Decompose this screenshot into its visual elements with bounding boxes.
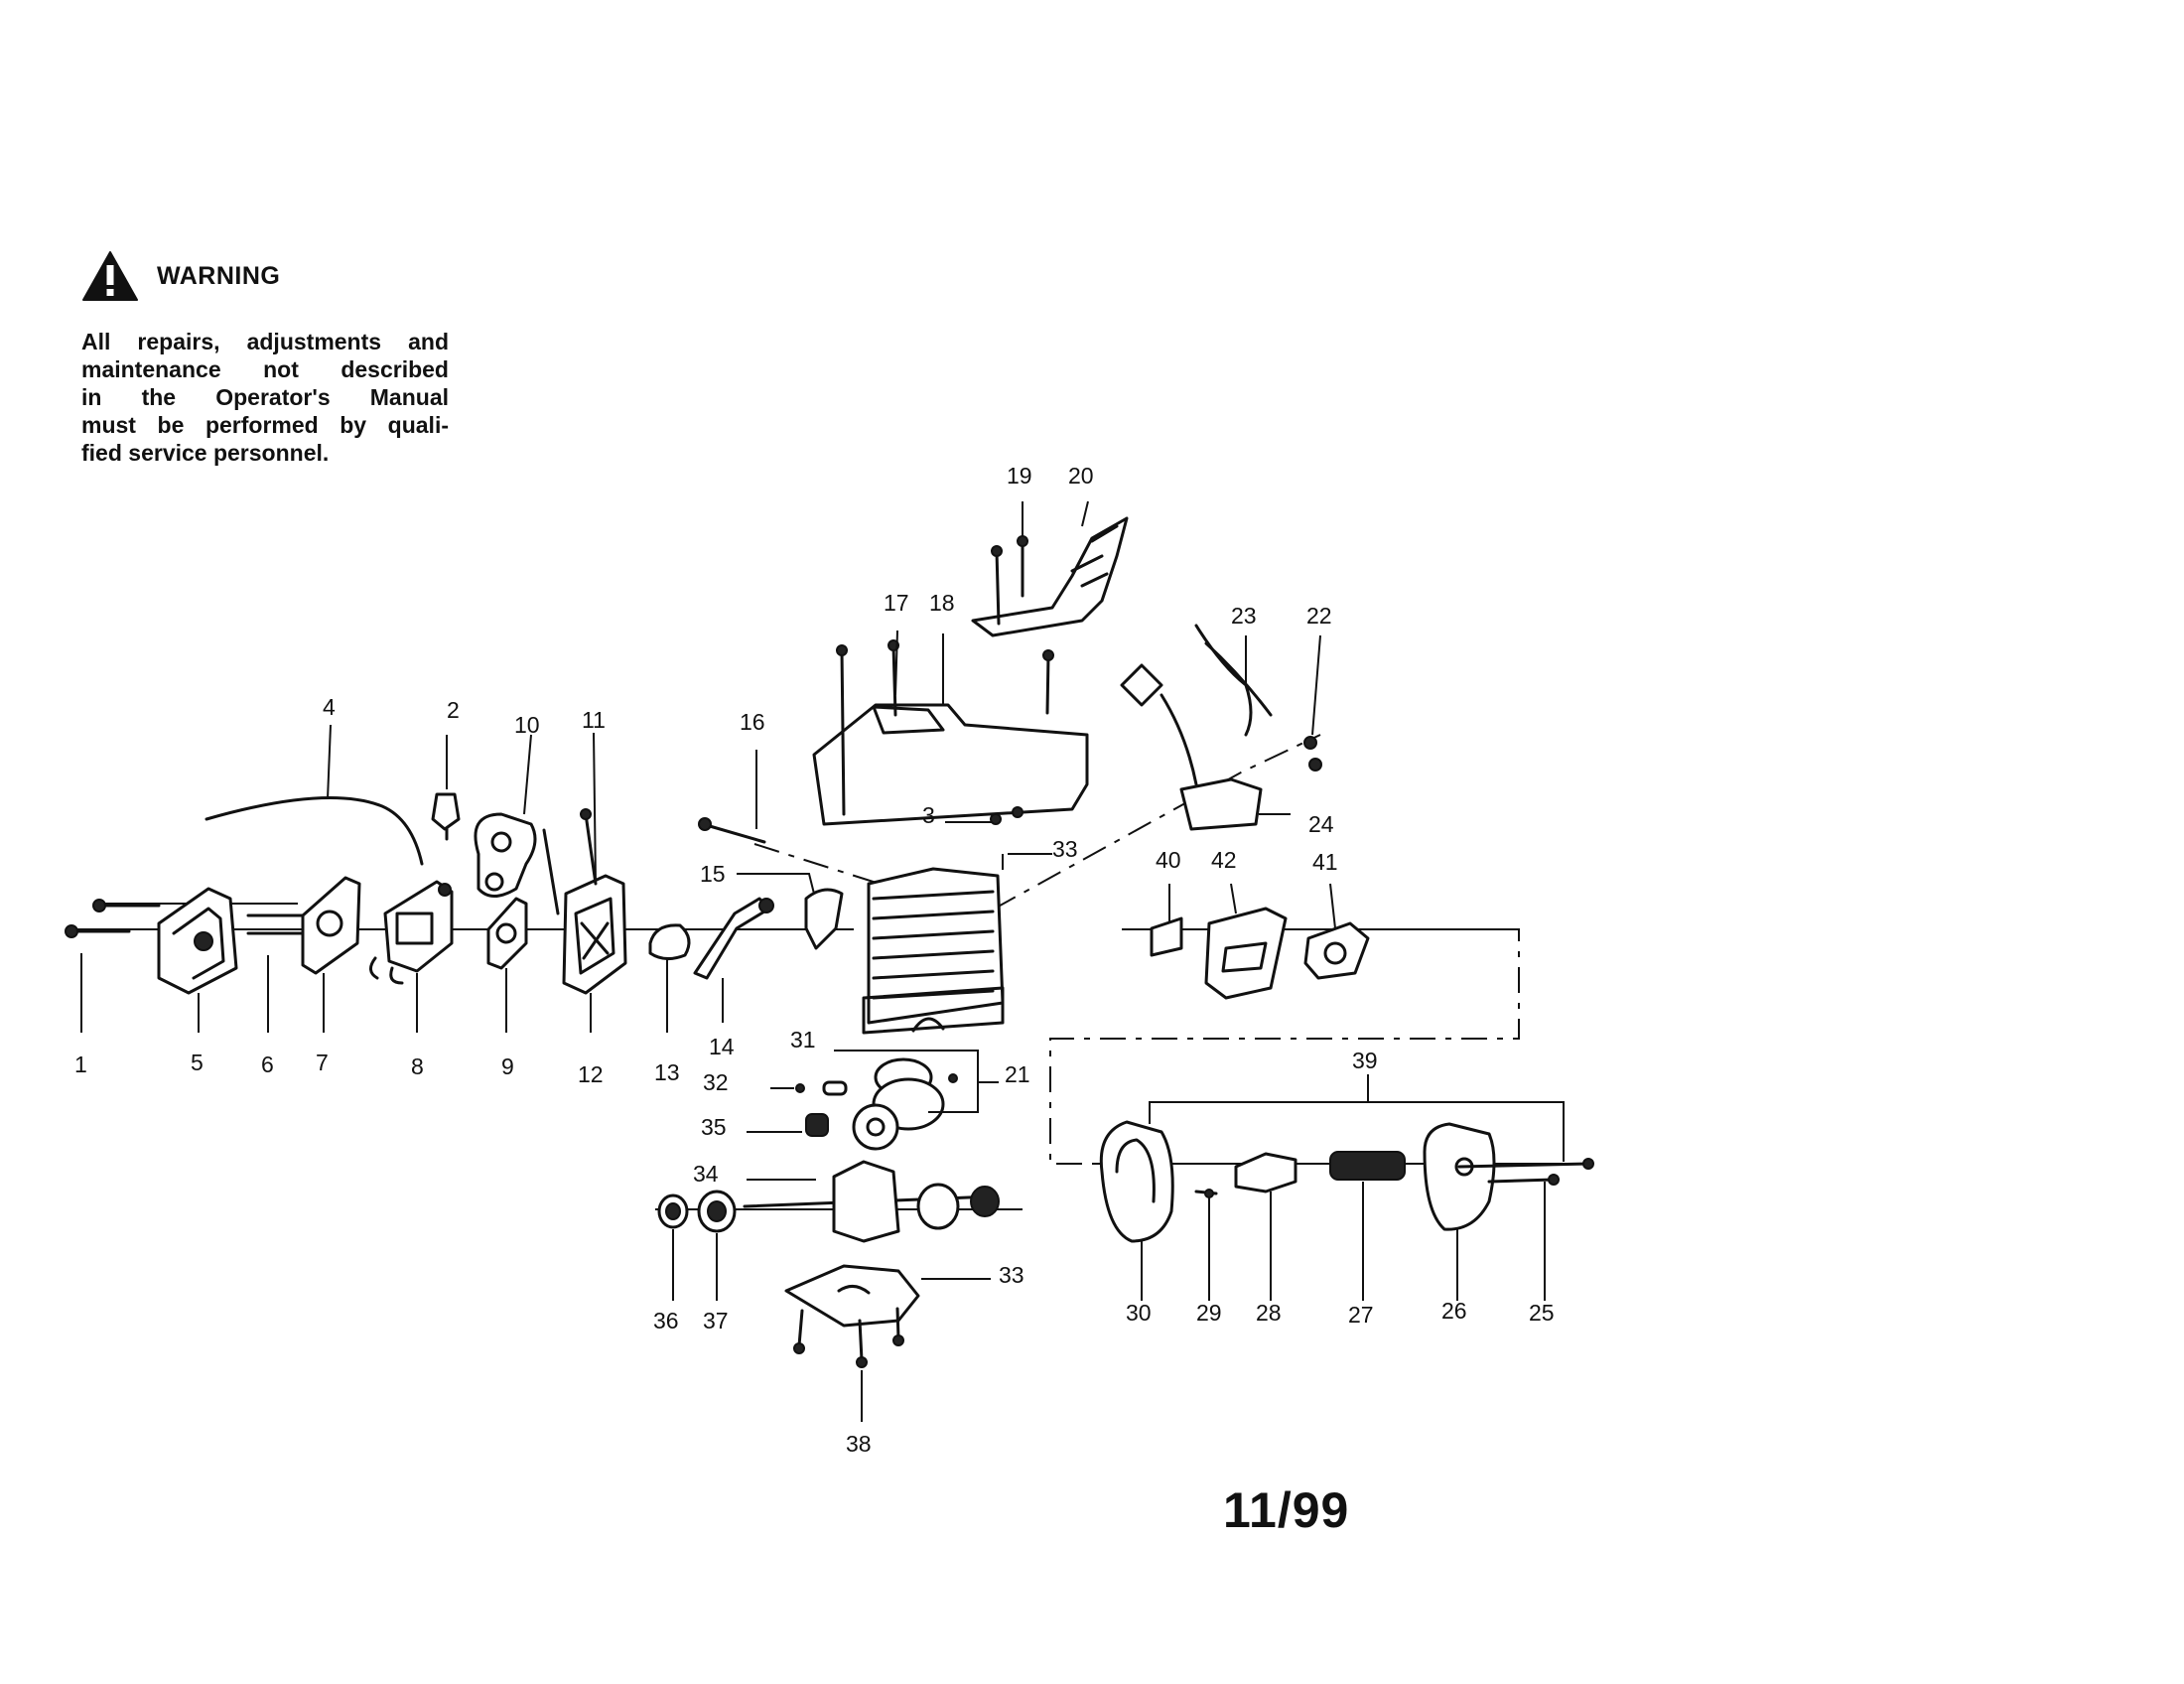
label-35: 35 <box>701 1114 727 1140</box>
part-2-primer <box>431 792 461 841</box>
label-25: 25 <box>1529 1300 1555 1326</box>
label-12: 12 <box>578 1061 604 1087</box>
label-8: 8 <box>411 1053 424 1079</box>
warning-header: WARNING <box>81 250 449 302</box>
warning-line: maintenance not described <box>81 356 449 382</box>
label-36: 36 <box>653 1308 679 1333</box>
warning-title: WARNING <box>157 261 281 290</box>
label-33-bottom: 33 <box>999 1262 1024 1288</box>
label-20: 20 <box>1068 463 1094 489</box>
part-28-pawl <box>1234 1152 1297 1193</box>
label-38: 38 <box>846 1431 872 1457</box>
label-5: 5 <box>191 1050 204 1075</box>
label-3: 3 <box>922 802 935 828</box>
label-30: 30 <box>1126 1300 1152 1326</box>
label-31: 31 <box>790 1027 816 1052</box>
warning-notice: WARNING All repairs, adjustments and mai… <box>81 250 449 467</box>
label-42: 42 <box>1211 847 1237 873</box>
part-29-screw <box>1194 1189 1218 1198</box>
warning-text: All repairs, adjustments and maintenance… <box>81 328 449 467</box>
label-21: 21 <box>1005 1061 1030 1087</box>
part-40-block <box>1150 916 1183 957</box>
part-7-plate <box>301 876 361 975</box>
part-26-cover <box>1423 1122 1496 1231</box>
part-9-gasket <box>486 897 528 970</box>
label-14: 14 <box>709 1034 735 1059</box>
part-34-crankshaft <box>743 1103 1000 1243</box>
date-code: 11/99 <box>1223 1482 1350 1538</box>
label-1: 1 <box>74 1052 87 1077</box>
part-25-screws <box>1457 1158 1594 1186</box>
label-10: 10 <box>514 712 540 738</box>
label-33-top: 33 <box>1052 836 1078 862</box>
warning-line: fied service personnel. <box>81 440 330 466</box>
part-8-carburetor <box>369 880 454 985</box>
part-1-screw <box>65 899 161 938</box>
part-30-starter-housing <box>1099 1120 1174 1243</box>
label-24: 24 <box>1308 811 1334 837</box>
label-16: 16 <box>740 709 765 735</box>
part-37-bearing <box>697 1190 737 1233</box>
label-13: 13 <box>654 1059 680 1085</box>
label-26: 26 <box>1441 1298 1467 1324</box>
label-18: 18 <box>929 590 955 616</box>
label-9: 9 <box>501 1053 514 1079</box>
part-4-fuel-line <box>205 796 424 866</box>
label-4: 4 <box>323 694 336 720</box>
label-37: 37 <box>703 1308 729 1333</box>
part-10-insulator <box>474 812 560 915</box>
part-6-studs <box>246 913 310 935</box>
label-27: 27 <box>1348 1302 1374 1328</box>
part-5-cover <box>157 887 238 995</box>
part-41-gasket <box>1303 921 1370 980</box>
warning-line: in the Operator's Manual <box>81 384 449 410</box>
warning-line: All repairs, adjustments and <box>81 329 449 354</box>
label-39: 39 <box>1352 1048 1378 1073</box>
label-29: 29 <box>1196 1300 1222 1326</box>
part-16-spark-plug <box>698 817 766 844</box>
part-18-top-cover <box>812 639 1089 826</box>
part-23-wire <box>1194 624 1273 737</box>
warning-triangle-icon <box>82 251 138 301</box>
part-13-plug <box>648 923 691 960</box>
label-7: 7 <box>316 1050 329 1075</box>
part-12-filter-base <box>562 808 627 995</box>
warning-line: must be performed by quali- <box>81 412 449 438</box>
part-24-ignition-coil <box>1120 663 1263 831</box>
label-28: 28 <box>1256 1300 1282 1326</box>
part-35-bearing <box>805 1113 829 1137</box>
label-41: 41 <box>1312 849 1338 875</box>
part-21-cylinder <box>862 867 1005 1035</box>
label-32: 32 <box>703 1069 729 1095</box>
part-36-seal <box>657 1193 689 1229</box>
label-6: 6 <box>261 1052 274 1077</box>
label-19: 19 <box>1007 463 1032 489</box>
label-23: 23 <box>1231 603 1257 629</box>
part-33-crankcase <box>784 1264 920 1368</box>
label-15: 15 <box>700 861 726 887</box>
part-20-handle <box>971 516 1129 637</box>
label-11: 11 <box>582 707 606 733</box>
part-27-spring <box>1329 1151 1406 1181</box>
leader-lines <box>80 500 1565 1422</box>
part-14-bracket <box>693 897 774 980</box>
label-2: 2 <box>447 697 460 723</box>
label-34: 34 <box>693 1161 719 1187</box>
label-22: 22 <box>1306 603 1332 629</box>
label-40: 40 <box>1156 847 1181 873</box>
label-17: 17 <box>884 590 909 616</box>
part-number-labels: 1 2 3 4 5 6 7 8 9 10 11 12 13 14 15 16 1… <box>74 463 1555 1457</box>
part-22-screws <box>1303 736 1322 772</box>
part-15-bracket <box>804 888 844 950</box>
part-42-plate <box>1204 907 1288 1000</box>
